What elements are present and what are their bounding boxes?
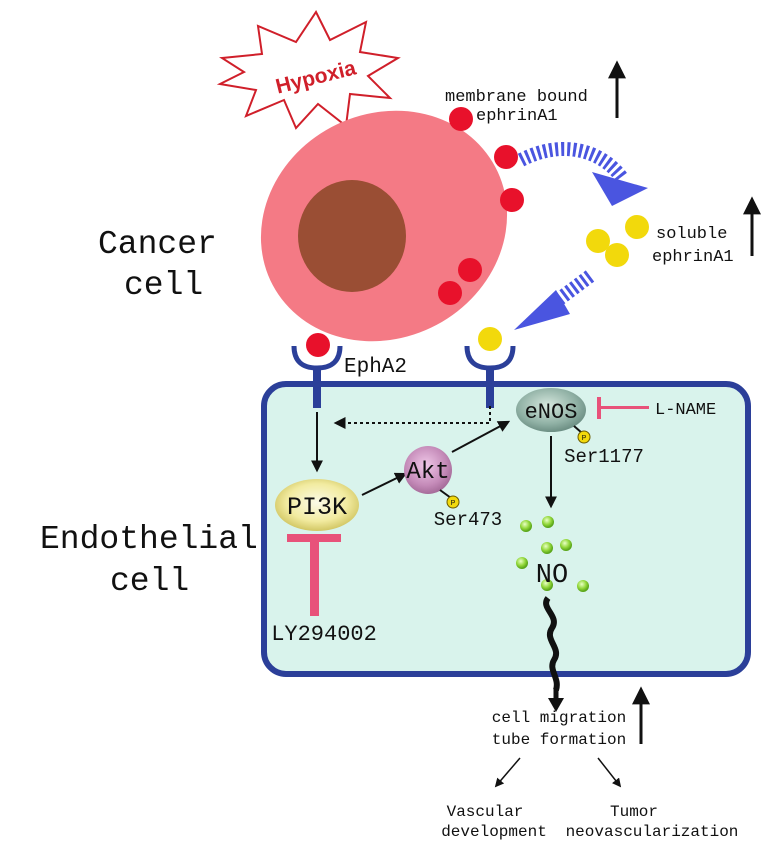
ser473-label: Ser473 <box>434 509 502 531</box>
no-signal-squiggle <box>543 596 560 691</box>
pi3k-label: PI3K <box>287 493 347 522</box>
pi3k-node <box>275 479 359 531</box>
vascular-label: Vascular <box>447 803 524 821</box>
ephrin-bound-dot <box>449 107 473 131</box>
hypoxia-label: Hypoxia <box>273 56 358 98</box>
membrane-bound-label-2: ephrinA1 <box>476 107 558 126</box>
ephrin-soluble-dot <box>478 327 502 351</box>
membrane-bound-label: membrane bound <box>445 88 588 107</box>
l-name-inhibitor <box>597 397 649 419</box>
vascular-label-2: development <box>441 823 547 841</box>
akt-to-enos-arrow <box>451 420 511 453</box>
epha2-receptor-right <box>464 345 516 408</box>
ly294002-inhibitor-bar <box>287 534 341 616</box>
tumor-label-2: neovascularization <box>566 823 739 841</box>
hypoxia-burst <box>216 10 401 130</box>
to-vascular-arrow <box>494 757 521 788</box>
ephrin-soluble-dot <box>625 215 649 239</box>
ephrin-soluble-dot <box>605 243 629 267</box>
blue-binding-arrow <box>514 270 595 330</box>
enos-node <box>516 388 586 432</box>
no-label: NO <box>536 561 568 591</box>
pi3k-to-akt-arrow <box>361 472 408 496</box>
akt-phospho-label: P <box>451 500 456 507</box>
ephrin-bound-dot <box>494 145 518 169</box>
enos-label: eNOS <box>525 400 578 425</box>
cancer-cell-label: Cancer <box>98 226 217 263</box>
enos-phospho-dot <box>577 430 591 444</box>
ephrin-bound-dot <box>306 333 330 357</box>
akt-phospho-link <box>439 489 452 499</box>
no-dot <box>541 542 553 554</box>
akt-node <box>404 446 452 494</box>
endothelial-cell-label-2: cell <box>110 563 189 600</box>
cancer-cell-label-2: cell <box>124 267 203 304</box>
ser1177-label: Ser1177 <box>564 446 644 468</box>
squiggle-arrowhead <box>548 698 564 712</box>
no-dot <box>577 580 589 592</box>
epha2-receptor-left <box>291 345 343 408</box>
tube-formation-label: tube formation <box>492 731 626 749</box>
to-tumor-arrow <box>597 757 622 788</box>
epha2-label: EphA2 <box>344 356 407 379</box>
ly294002-label: LY294002 <box>271 622 377 647</box>
ephrin-bound-dot <box>458 258 482 282</box>
ephrin-bound-dot <box>500 188 524 212</box>
no-dot <box>520 520 532 532</box>
migration-label: cell migration <box>492 709 626 727</box>
no-dot <box>542 516 554 528</box>
l-name-label: L-NAME <box>655 401 716 420</box>
enos-phospho-label: P <box>582 435 587 442</box>
endothelial-cell-label: Endothelial <box>40 521 258 558</box>
akt-label: Akt <box>406 459 449 486</box>
endothelial-cell <box>261 381 751 677</box>
akt-phospho-dot <box>446 495 460 509</box>
no-dot <box>541 579 553 591</box>
soluble-label-2: ephrinA1 <box>652 248 734 267</box>
no-dot <box>516 557 528 569</box>
ephrin-bound-dot <box>438 281 462 305</box>
ephrin-soluble-dot <box>586 229 610 253</box>
tumor-label: Tumor <box>610 803 658 821</box>
cancer-cell-nucleus <box>298 180 406 292</box>
blue-release-arrow <box>517 142 648 206</box>
soluble-label: soluble <box>656 225 727 244</box>
no-dot <box>560 539 572 551</box>
